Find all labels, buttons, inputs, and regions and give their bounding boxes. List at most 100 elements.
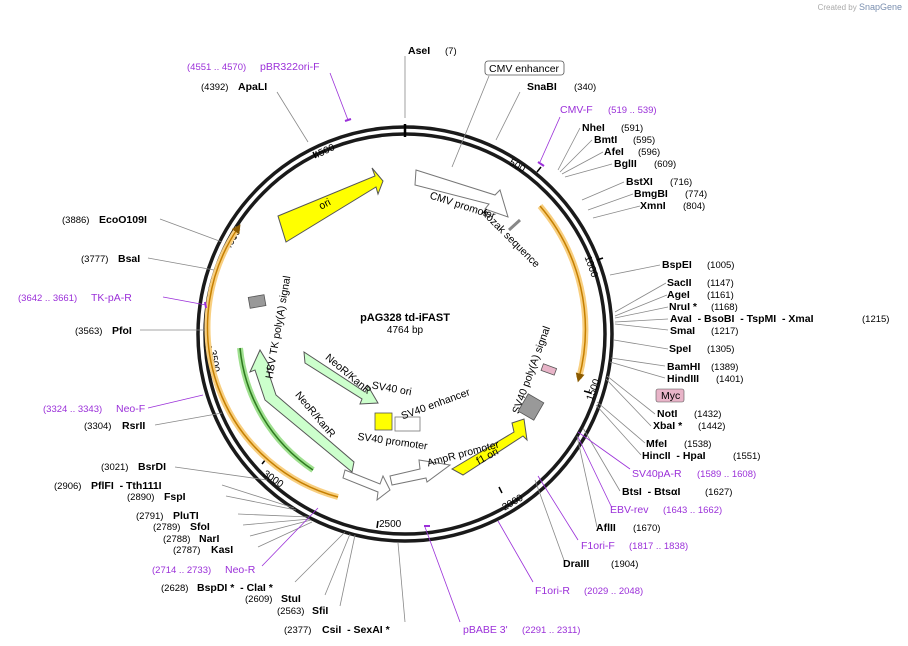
enzyme-label: StuI: [281, 593, 301, 605]
svg-text:(4551 .. 4570): (4551 .. 4570): [187, 62, 246, 73]
primer-label: EBV-rev: [610, 504, 649, 516]
enzyme-label: HindIII: [667, 373, 699, 385]
svg-text:(2788): (2788): [163, 534, 190, 545]
sv40-promoter-label: SV40 promoter: [357, 431, 429, 453]
svg-text:(1005): (1005): [707, 260, 734, 271]
svg-text:(1589 .. 1608): (1589 .. 1608): [697, 469, 756, 480]
enzyme-label: RsrII: [122, 420, 145, 432]
svg-text:(1551): (1551): [733, 451, 760, 462]
svg-text:(2789): (2789): [153, 522, 180, 533]
sv40-polya-feature: [517, 393, 545, 421]
enzyme-label: NotI: [657, 408, 677, 420]
enzyme-leaders: [140, 56, 669, 623]
kozak-label: Kozak sequence: [479, 207, 542, 270]
enzyme-label: AseI: [408, 45, 430, 57]
snapgene-logo: SnapGene: [858, 2, 902, 12]
svg-text:(1670): (1670): [633, 523, 660, 534]
svg-text:(1643 .. 1662): (1643 .. 1662): [663, 505, 722, 516]
enzyme-label: PluTI: [173, 510, 199, 522]
primer-label: pBABE 3': [463, 624, 508, 636]
myc-label: Myc: [661, 390, 680, 402]
svg-text:(3563): (3563): [75, 326, 102, 337]
svg-text:(1168): (1168): [711, 302, 738, 313]
svg-text:(3304): (3304): [84, 421, 111, 432]
enzyme-label: BsaI: [118, 253, 140, 265]
svg-text:(1161): (1161): [707, 290, 734, 301]
feature-neokanr-outer: [249, 348, 355, 473]
svg-text:(519 .. 539): (519 .. 539): [608, 105, 657, 116]
enzyme-label: EcoO109I: [99, 214, 147, 226]
enzyme-label: NruI *: [669, 301, 698, 313]
svg-text:(774): (774): [685, 189, 707, 200]
feature-sv40-ori: [374, 412, 393, 431]
svg-text:(2377): (2377): [284, 625, 311, 636]
primer-label: CMV-F: [560, 104, 593, 116]
svg-text:(595): (595): [633, 135, 655, 146]
svg-text:(1627): (1627): [705, 487, 732, 498]
enzyme-label: AfeI: [604, 146, 624, 158]
svg-text:(4392): (4392): [201, 82, 228, 93]
svg-text:(3021): (3021): [101, 462, 128, 473]
enzyme-label: BtsI - BtsαI: [622, 486, 680, 498]
feature-cmv-promoter: [414, 169, 509, 218]
enzyme-label: BstXI: [626, 176, 653, 188]
svg-text:(2563): (2563): [277, 606, 304, 617]
enzyme-label: SpeI: [669, 343, 691, 355]
enzyme-label: BamHI: [667, 361, 700, 373]
svg-text:(3777): (3777): [81, 254, 108, 265]
enzyme-label: BsrDI: [138, 461, 166, 473]
myc-label-box: [655, 388, 685, 403]
enzyme-label: SmaI: [670, 325, 695, 337]
enzyme-label: SnaBI: [527, 81, 557, 93]
primer-label: Neo-F: [116, 403, 145, 415]
enzyme-label: DraIII: [563, 558, 589, 570]
cmv-enhancer-box: [484, 60, 565, 76]
primer-leaders: [147, 72, 631, 623]
enzyme-label: XbaI *: [653, 420, 683, 432]
enzyme-label: BspEI: [662, 259, 692, 271]
enzyme-label: NarI: [199, 533, 220, 545]
primer-label: F1ori-F: [581, 540, 615, 552]
primer-label: Neo-R: [225, 564, 256, 576]
enzyme-label: AflII: [596, 522, 616, 534]
plasmid-name: pAG328 td-iFAST: [360, 312, 450, 324]
svg-text:(2890): (2890): [127, 492, 154, 503]
svg-text:(3642 .. 3661): (3642 .. 3661): [18, 293, 77, 304]
svg-text:(1442): (1442): [698, 421, 725, 432]
svg-text:(1305): (1305): [707, 344, 734, 355]
feature-hsv-tk: [247, 294, 267, 309]
svg-text:(1217): (1217): [711, 326, 738, 337]
enzyme-label: KasI: [211, 544, 233, 556]
enzyme-labels: AseI(7) SnaBI(340) NheI(591) BmtI(595) A…: [54, 45, 889, 636]
svg-text:(1904): (1904): [611, 559, 638, 570]
feature-f1-ori: [450, 418, 528, 476]
svg-text:(2791): (2791): [136, 511, 163, 522]
feature-sv40-promoter: [342, 469, 391, 502]
ori-label: ori: [317, 196, 333, 212]
plasmid-size: 4764 bp: [387, 325, 424, 336]
svg-text:(1432): (1432): [694, 409, 721, 420]
enzyme-label: HincII - HpaI: [642, 450, 706, 462]
svg-text:(591): (591): [621, 123, 643, 134]
enzyme-label: SfoI: [190, 521, 210, 533]
svg-text:(2906): (2906): [54, 481, 81, 492]
enzyme-label: BspDI * - ClaI *: [197, 582, 274, 594]
enzyme-label: PfoI: [112, 325, 132, 337]
svg-text:(804): (804): [683, 201, 705, 212]
enzyme-label: NheI: [582, 122, 605, 134]
primer-label: TK-pA-R: [91, 292, 132, 304]
cmv-enhancer-label: CMV enhancer: [489, 63, 560, 75]
primer-label: F1ori-R: [535, 585, 570, 597]
svg-text:(1389): (1389): [711, 362, 738, 373]
sv40-ori-label: SV40 ori: [371, 379, 413, 398]
enzyme-label: FspI: [164, 491, 186, 503]
svg-text:(609): (609): [654, 159, 676, 170]
hsv-tk-label: HSV TK poly(A) signal: [263, 275, 293, 380]
svg-text:(2029 .. 2048): (2029 .. 2048): [584, 586, 643, 597]
enzyme-label: ApaLI: [238, 81, 267, 93]
svg-text:(7): (7): [445, 46, 457, 57]
svg-text:(596): (596): [638, 147, 660, 158]
svg-text:(3324 .. 3343): (3324 .. 3343): [43, 404, 102, 415]
svg-text:(2787): (2787): [173, 545, 200, 556]
